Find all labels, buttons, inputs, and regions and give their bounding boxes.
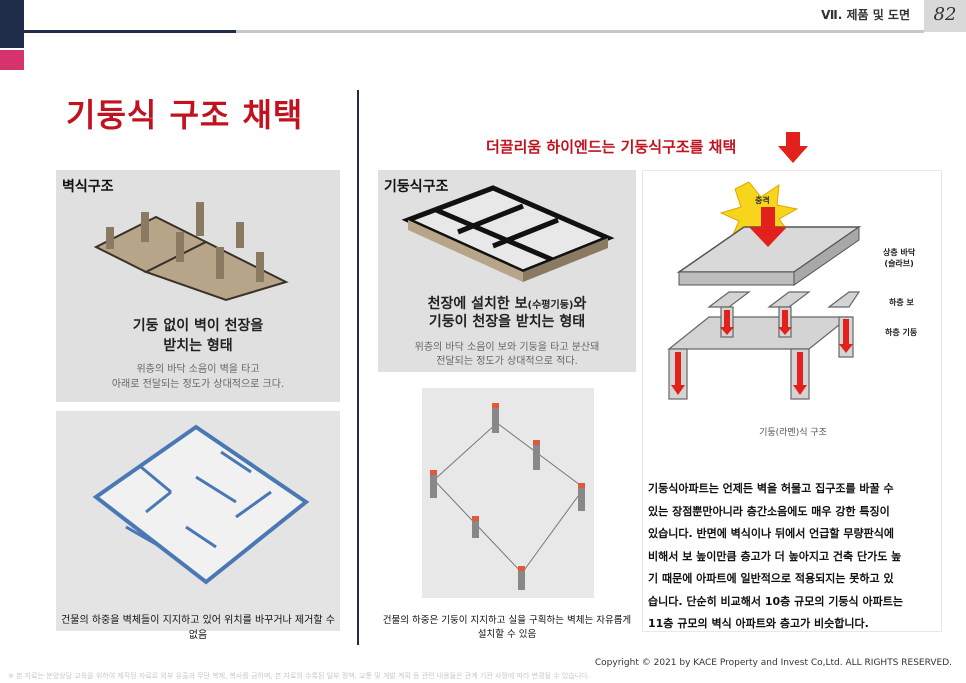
column-structure-panel: 기둥식구조 천장에 설치한 보(수평기둥)와 기둥이 천장을 받치는 형태 위층…: [378, 170, 636, 372]
body-line: 기 때문에 아파트에 일반적으로 적용되지는 못하고 있: [648, 572, 894, 585]
body-line: 11층 규모의 벽식 아파트와 층고가 비슷합니다.: [648, 617, 869, 630]
copyright: Copyright © 2021 by KACE Property and In…: [594, 658, 952, 668]
impact-label: 충격: [755, 196, 770, 205]
wall-main-text-1: 기둥 없이 벽이 천장을: [132, 318, 264, 334]
body-line: 있습니다. 반면에 벽식이나 뒤에서 언급할 무량판식에: [648, 527, 894, 540]
column-caption: 건물의 하중은 기둥이 지지하고 실을 구획하는 벽체는 자유롭게 설치할 수 …: [382, 615, 632, 640]
vertical-divider: [357, 90, 359, 645]
page-title: 기둥식 구조 채택: [66, 96, 304, 134]
body-line: 습니다. 단순히 비교해서 10층 규모의 기둥식 아파트는: [648, 594, 903, 608]
body-line: 비해서 보 높이만큼 층고가 더 높아지고 건축 단가도 높: [648, 549, 902, 563]
page-number-box: [924, 0, 966, 32]
header-rule: [24, 30, 924, 33]
column-sub-text-1: 위층의 바닥 소음이 보와 기둥을 타고 분산돼: [414, 342, 600, 353]
column-structure-label: 기둥식구조: [384, 179, 449, 195]
upper-floor-label-2: (슬라브): [884, 259, 914, 268]
column-main-text-1c: 와: [573, 296, 587, 312]
wall-main-text-2: 받치는 형태: [163, 338, 233, 354]
column-floor-plan-bg: [422, 388, 594, 598]
footnote: ※ 본 자료는 분양상담 교육을 위하여 제작된 자료로 외부 유출과 무단 복…: [8, 672, 590, 680]
column-floor-plan-panel: 건물의 하중은 기둥이 지지하고 실을 구획하는 벽체는 자유롭게 설치할 수 …: [378, 380, 636, 640]
wall-caption: 건물의 하중을 벽체들이 지지하고 있어 위치를 바꾸거나 제거할 수 없음: [61, 615, 335, 641]
header-rule-accent: [24, 30, 236, 33]
body-text: 기둥식아파트는 언제든 벽을 허물고 집구조를 바꿀 수 있는 장점뿐만아니라 …: [648, 478, 940, 636]
rahmen-panel: 충격 상층 바닥 (슬라브) 하층 보 하층 기둥 기둥(라멘)식 구조: [642, 170, 942, 632]
wall-sub-text-1: 위층의 바닥 소음이 벽을 타고: [136, 364, 260, 375]
body-line: 기둥식아파트는 언제든 벽을 허물고 집구조를 바꿀 수: [648, 482, 894, 495]
column-main-text-2: 기둥이 천장을 받치는 형태: [428, 314, 586, 330]
down-arrow-icon: [778, 132, 808, 163]
column-main-text-1: 천장에 설치한 보(수평기둥)와: [378, 294, 636, 316]
body-line: 있는 장점뿐만아니라 층간소음에도 매우 강한 특징이: [648, 504, 890, 518]
wall-sub-text-2: 아래로 전달되는 정도가 상대적으로 크다.: [111, 379, 285, 390]
column-floor-plan-illustration: [430, 403, 585, 590]
page-number: 82: [933, 4, 957, 25]
wall-structure-label: 벽식구조: [62, 179, 114, 195]
rahmen-illustration: [667, 181, 862, 400]
rahmen-caption: 기둥(라멘)식 구조: [759, 428, 827, 438]
wall-floor-plan-panel: 건물의 하중을 벽체들이 지지하고 있어 위치를 바꾸거나 제거할 수 없음: [56, 411, 340, 641]
column-main-text-1a: 천장에 설치한 보: [427, 296, 528, 312]
subtitle: 더끌리움 하이엔드는 기둥식구조를 채택: [486, 138, 737, 156]
wall-structure-panel: 벽식구조 기둥 없이 벽이 천장을 받치는 형태 위층의 바닥 소음이 벽을 타…: [56, 170, 340, 402]
column-structure-illustration: [401, 185, 615, 282]
wall-floor-plan-illustration: [92, 424, 310, 585]
column-sub-text-2: 전달되는 정도가 상대적으로 적다.: [436, 356, 578, 367]
wall-structure-illustration: [93, 202, 289, 302]
corner-accent-navy: [0, 0, 24, 48]
lower-column-label: 하층 기둥: [885, 328, 918, 337]
upper-floor-label-1: 상층 바닥: [883, 248, 916, 257]
column-main-text-1b: (수평기둥): [527, 300, 574, 311]
corner-accent-pink: [0, 50, 24, 70]
chapter-title: Ⅶ. 제품 및 도면: [821, 8, 910, 22]
upper-floor-label: 상층 바닥 (슬라브): [883, 247, 915, 269]
lower-beam-label: 하층 보: [889, 298, 914, 307]
